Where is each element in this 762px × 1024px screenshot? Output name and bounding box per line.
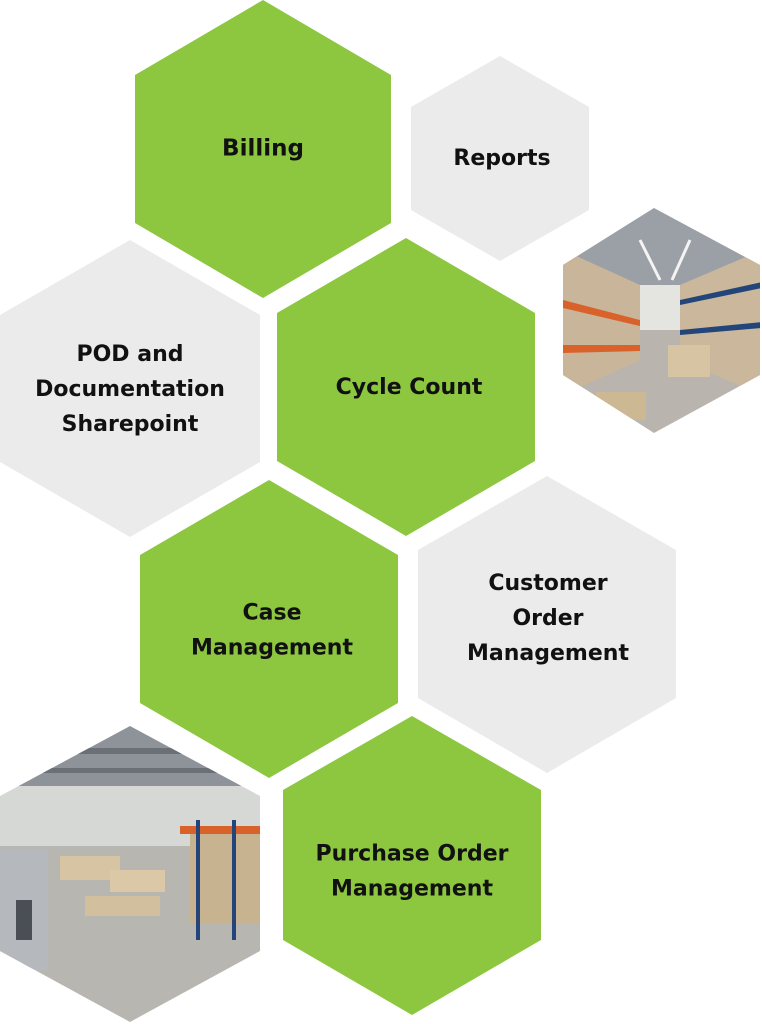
- floor-pallet-stack: [85, 896, 160, 916]
- floor-roof-truss: [60, 748, 250, 754]
- aisle-left-shelving: [563, 250, 640, 395]
- hex-tile-reports: Reports: [411, 56, 589, 261]
- tile-label-line: Purchase Order: [316, 842, 509, 867]
- tile-label-line: Management: [467, 641, 629, 666]
- tile-label-line: Customer: [488, 571, 607, 596]
- aisle-right-rack-beam: [680, 282, 760, 305]
- floor-roof-truss: [40, 768, 250, 773]
- tile-label-line: Case: [242, 601, 301, 626]
- hex-shape: [418, 476, 676, 773]
- hex-shape: [411, 56, 589, 261]
- aisle-pallet: [596, 392, 646, 420]
- tile-label-line: Sharepoint: [62, 412, 199, 437]
- hex-shape: [0, 240, 260, 537]
- floor-pallet-stack: [110, 870, 165, 892]
- tile-label-billing: Billing: [222, 136, 304, 162]
- aisle-pallet: [668, 345, 710, 377]
- tile-label-reports: Reports: [453, 146, 550, 171]
- tile-label-line: Reports: [453, 146, 550, 171]
- aisle-ceiling-light: [670, 239, 692, 281]
- floor-rack-beam: [180, 826, 260, 834]
- hex-shape: [277, 238, 535, 536]
- aisle-far-wall: [640, 285, 680, 330]
- aisle-right-rack-beam: [680, 322, 760, 335]
- hex-tile-cycle-count: Cycle Count: [277, 238, 535, 536]
- floor-office-window: [16, 900, 32, 940]
- tile-label-line: Order: [512, 606, 583, 631]
- tile-label-cycle-count: Cycle Count: [336, 375, 483, 400]
- hex-tile-billing: Billing: [135, 0, 391, 298]
- aisle-left-rack-beam: [563, 345, 640, 353]
- tile-label-line: Documentation: [35, 377, 225, 402]
- tile-label-line: Cycle Count: [336, 375, 483, 400]
- hex-shape: [135, 0, 391, 298]
- hex-shape: [283, 716, 541, 1015]
- warehouse-aisle-photo: [563, 208, 760, 433]
- tile-label-line: Management: [191, 636, 353, 661]
- floor-rack-upright: [196, 820, 200, 940]
- aisle-ceiling-light: [638, 239, 662, 281]
- tile-label-line: POD and: [76, 342, 183, 367]
- floor-rack-stock: [190, 834, 260, 924]
- floor-rack-upright: [232, 820, 236, 940]
- aisle-left-rack-beam: [563, 300, 640, 326]
- hex-shape: [140, 480, 398, 778]
- tile-label-line: Billing: [222, 136, 304, 162]
- tile-label-line: Management: [331, 877, 493, 902]
- warehouse-floor-photo: [0, 726, 260, 1022]
